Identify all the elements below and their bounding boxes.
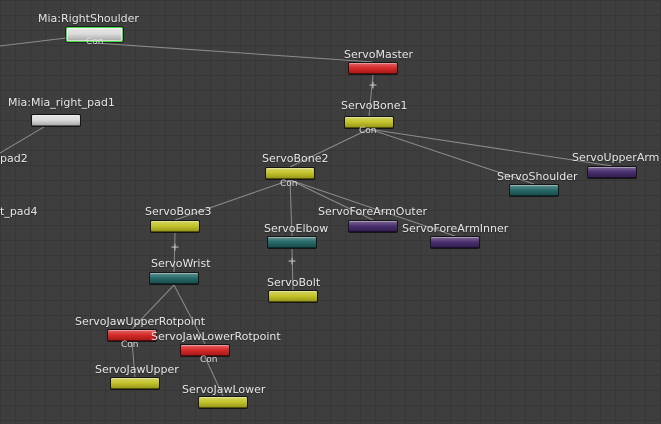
edge-line [173, 232, 176, 273]
edge-line [291, 248, 294, 291]
node-servojawupperrotpoint[interactable] [107, 329, 157, 342]
expand-collapse-icon-0[interactable]: + [368, 78, 378, 92]
node-label-servomaster: ServoMaster [344, 48, 414, 61]
constraint-label-2: Con [280, 179, 298, 189]
edge-line [94, 42, 374, 63]
node-servowrist[interactable] [149, 272, 199, 285]
node-servoupperarm[interactable] [587, 166, 637, 179]
node-label-servobone1: ServoBone1 [341, 99, 408, 112]
constraint-label-1: Con [359, 126, 377, 136]
node-label-servobone3: ServoBone3 [145, 205, 212, 218]
edge-line [204, 356, 224, 397]
node-label-servojawupperrotpoint: ServoJawUpperRotpoint [75, 315, 206, 328]
node-servojawlowerrotpoint[interactable] [180, 344, 230, 357]
node-servoforearmouter[interactable] [348, 220, 398, 233]
node-label-servoelbow: ServoElbow [264, 222, 329, 235]
edge-line [174, 179, 291, 221]
node-servomaster[interactable] [348, 62, 398, 75]
node-servoforearminner[interactable] [430, 236, 480, 249]
edge-line [368, 74, 374, 117]
node-servojawupper[interactable] [110, 377, 160, 390]
edge-line [289, 128, 370, 168]
node-servoshoulder[interactable] [509, 184, 559, 197]
expand-collapse-icon-1[interactable]: + [170, 240, 180, 254]
node-mia-mia-right-pad1[interactable] [31, 114, 81, 127]
node-label-servobone2: ServoBone2 [262, 152, 329, 165]
node-servojawlower[interactable] [198, 396, 248, 409]
expand-collapse-icon-2[interactable]: + [287, 254, 297, 268]
edge-line [0, 37, 67, 47]
constraint-label-3: Con [121, 340, 139, 350]
node-label-servoupperarm: ServoUpperArm [572, 151, 660, 164]
node-label-servojawlowerrotpoint: ServoJawLowerRotpoint [151, 330, 281, 343]
constraint-label-4: Con [200, 355, 218, 365]
node-label-t-pad4: t_pad4 [0, 205, 38, 218]
node-label-servowrist: ServoWrist [151, 257, 211, 270]
edge-line [368, 128, 535, 185]
node-label-mia-rightshoulder: Mia:RightShoulder [38, 12, 139, 25]
node-label-servobolt: ServoBolt [267, 276, 321, 289]
edge-line [131, 284, 175, 330]
node-mia-rightshoulder[interactable] [66, 27, 123, 42]
edge-line [0, 126, 45, 154]
node-label-servoforearminner: ServoForeArmInner [402, 222, 509, 235]
edge-line [289, 179, 456, 237]
node-label-servojawupper: ServoJawUpper [95, 363, 179, 376]
node-servobone2[interactable] [265, 167, 315, 180]
edge-line [289, 179, 374, 221]
constraint-label-0: Con [86, 37, 104, 47]
node-servobone3[interactable] [150, 220, 200, 233]
edge-line [173, 284, 206, 345]
edge-line [131, 341, 136, 378]
node-servoelbow[interactable] [267, 236, 317, 249]
node-label-pad2: pad2 [0, 152, 28, 165]
node-label-servoforearmouter: ServoForeArmOuter [318, 205, 428, 218]
node-label-mia-mia-right-pad1: Mia:Mia_right_pad1 [8, 96, 115, 109]
node-servobone1[interactable] [344, 116, 394, 129]
node-servobolt[interactable] [268, 290, 318, 303]
edge-line [289, 179, 293, 237]
edge-line [368, 128, 613, 167]
node-label-servojawlower: ServoJawLower [182, 383, 266, 396]
node-label-servoshoulder: ServoShoulder [497, 170, 578, 183]
